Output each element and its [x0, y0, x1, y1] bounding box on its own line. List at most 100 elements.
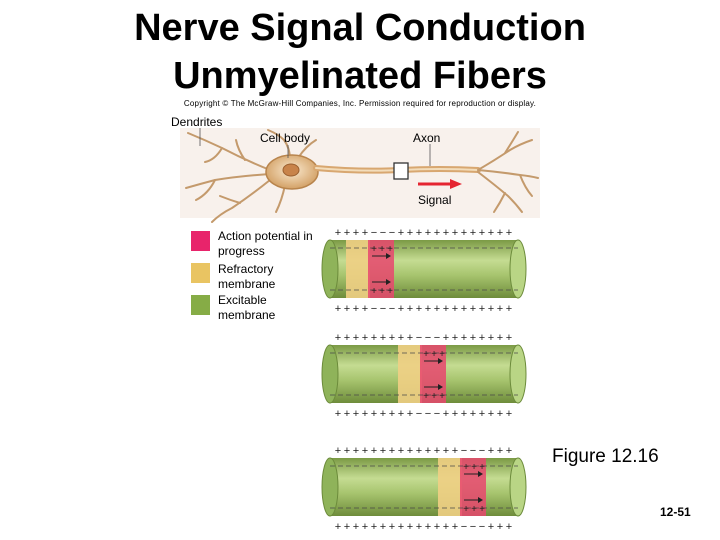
segment-2-outer-charges-top: + — [362, 332, 368, 344]
segment-1-inner-charges-bottom: + — [387, 286, 393, 297]
segment-2-outer-charges-top: + — [461, 332, 467, 344]
segment-2-outer-charges-top: + — [407, 332, 413, 344]
segment-3-inner-charges-top: + — [463, 462, 469, 473]
segment-2-outer-charges-bottom: + — [362, 408, 368, 420]
segment-2-left-cap — [321, 344, 339, 404]
segment-3-body — [330, 458, 518, 516]
segment-2-right-cap — [509, 344, 527, 404]
segment-1-outer-charges-top: + — [416, 227, 422, 239]
segment-3-outer-charges-top: − — [461, 445, 467, 457]
segment-1-outer-charges-bottom: + — [344, 303, 350, 315]
segment-1-inner-charges-top: + — [371, 244, 377, 255]
segment-3-outer-charges-bottom: + — [371, 521, 377, 533]
legend-label-excitable: Excitable membrane — [218, 293, 276, 322]
segment-1-outer-charges-bottom: + — [497, 303, 503, 315]
segment-2-outer-charges-bottom: + — [398, 408, 404, 420]
segment-3-outer-charges-bottom: + — [353, 521, 359, 533]
nucleus-shape — [282, 163, 300, 177]
segment-1-outer-charges-bottom: + — [443, 303, 449, 315]
segment-1-outer-charges-top: − — [380, 227, 386, 239]
dendrites-label: Dendrites — [171, 115, 223, 129]
segment-3-outer-charges-top: − — [479, 445, 485, 457]
segment-2-outer-charges-top: + — [335, 332, 341, 344]
segment-3-right-cap — [509, 457, 527, 517]
segment-2-outer-charges-bottom: + — [488, 408, 494, 420]
segment-2-outer-charges-top: + — [470, 332, 476, 344]
segment-2-outer-charges-top: + — [371, 332, 377, 344]
segment-3-outer-charges-top: + — [497, 445, 503, 457]
segment-1-outer-charges-top: + — [452, 227, 458, 239]
segment-2-outer-charges-top: + — [353, 332, 359, 344]
segment-2-inner-charges-bottom: + — [431, 391, 437, 402]
segment-1-inner-charges-top: + — [387, 244, 393, 255]
segment-2-outer-charges-bottom: + — [380, 408, 386, 420]
signal-label: Signal — [418, 193, 452, 207]
segment-3-outer-charges-top: + — [362, 445, 368, 457]
segment-2-outer-charges-bottom: + — [353, 408, 359, 420]
segment-1-outer-charges-bottom: + — [470, 303, 476, 315]
title-line-2: Unmyelinated Fibers — [173, 55, 547, 97]
segment-2-inner-charges-bottom: + — [423, 391, 429, 402]
legend-swatch-action-potential — [191, 231, 210, 251]
segment-3-outer-charges-top: + — [407, 445, 413, 457]
segment-2-arrowhead-bottom — [438, 384, 443, 390]
segment-3-outer-charges-top: + — [398, 445, 404, 457]
segment-3-outer-charges-top: + — [506, 445, 512, 457]
segment-3-outer-charges-bottom: + — [398, 521, 404, 533]
segment-1-inner-charges-bottom: + — [371, 286, 377, 297]
segment-3-action-potential-band — [460, 458, 486, 516]
segment-1-outer-charges-bottom: + — [407, 303, 413, 315]
segment-3-outer-charges-bottom: + — [425, 521, 431, 533]
segment-1-outer-charges-top: + — [407, 227, 413, 239]
segment-2-refractory-band — [398, 345, 422, 403]
segment-3-outer-charges-top: + — [488, 445, 494, 457]
segment-1-outer-charges-bottom: − — [389, 303, 395, 315]
segment-3-outer-charges-top: + — [335, 445, 341, 457]
segment-1-right-cap — [509, 239, 527, 299]
segment-3-left-cap — [321, 457, 339, 517]
segment-3-inner-charges-bottom: + — [479, 504, 485, 515]
segment-3-outer-charges-top: + — [371, 445, 377, 457]
segment-2-outer-charges-top: + — [497, 332, 503, 344]
segment-3-outer-charges-bottom: − — [470, 521, 476, 533]
segment-2-outer-charges-top: + — [479, 332, 485, 344]
segment-2-outer-charges-bottom: + — [371, 408, 377, 420]
segment-1-outer-charges-bottom: + — [461, 303, 467, 315]
segment-3-outer-charges-top: + — [389, 445, 395, 457]
segment-2-inner-charges-top: + — [423, 349, 429, 360]
segment-2-outer-charges-bottom: + — [479, 408, 485, 420]
segment-1-outer-charges-top: + — [344, 227, 350, 239]
segment-2-outer-charges-top: − — [434, 332, 440, 344]
cell-body-label: Cell body — [260, 131, 311, 145]
segment-1-left-cap — [321, 239, 339, 299]
segment-1-action-potential-band — [368, 240, 394, 298]
segment-2-outer-charges-bottom: + — [461, 408, 467, 420]
title-line-1: Nerve Signal Conduction — [134, 7, 586, 49]
segment-3-arrowhead-top — [478, 471, 483, 477]
segment-2-outer-charges-bottom: + — [335, 408, 341, 420]
segment-3-inner-charges-bottom: + — [471, 504, 477, 515]
segment-2-inner-charges-top: + — [431, 349, 437, 360]
segment-1-outer-charges-bottom: + — [425, 303, 431, 315]
segment-3-outer-charges-bottom: + — [506, 521, 512, 533]
segment-2-outer-charges-top: + — [380, 332, 386, 344]
segment-1-outer-charges-bottom: + — [353, 303, 359, 315]
segment-1-outer-charges-top: + — [443, 227, 449, 239]
segment-2-outer-charges-bottom: − — [434, 408, 440, 420]
segment-1-outer-charges-top: + — [461, 227, 467, 239]
segment-1-outer-charges-bottom: + — [335, 303, 341, 315]
figure-label: Figure 12.16 — [552, 446, 659, 467]
segment-3-outer-charges-top: − — [470, 445, 476, 457]
segment-3-outer-charges-bottom: + — [362, 521, 368, 533]
legend-label-refractory: Refractory membrane — [218, 262, 276, 291]
segment-1-outer-charges-top: + — [497, 227, 503, 239]
segment-1-outer-charges-bottom: + — [416, 303, 422, 315]
segment-1-outer-charges-bottom: + — [434, 303, 440, 315]
segment-3-outer-charges-top: + — [380, 445, 386, 457]
segment-3-outer-charges-top: + — [353, 445, 359, 457]
segment-2-outer-charges-top: + — [506, 332, 512, 344]
legend-swatch-refractory — [191, 263, 210, 283]
segment-3-inner-charges-bottom: + — [463, 504, 469, 515]
segment-3-inner-charges-top: + — [479, 462, 485, 473]
segment-2-outer-charges-bottom: − — [416, 408, 422, 420]
